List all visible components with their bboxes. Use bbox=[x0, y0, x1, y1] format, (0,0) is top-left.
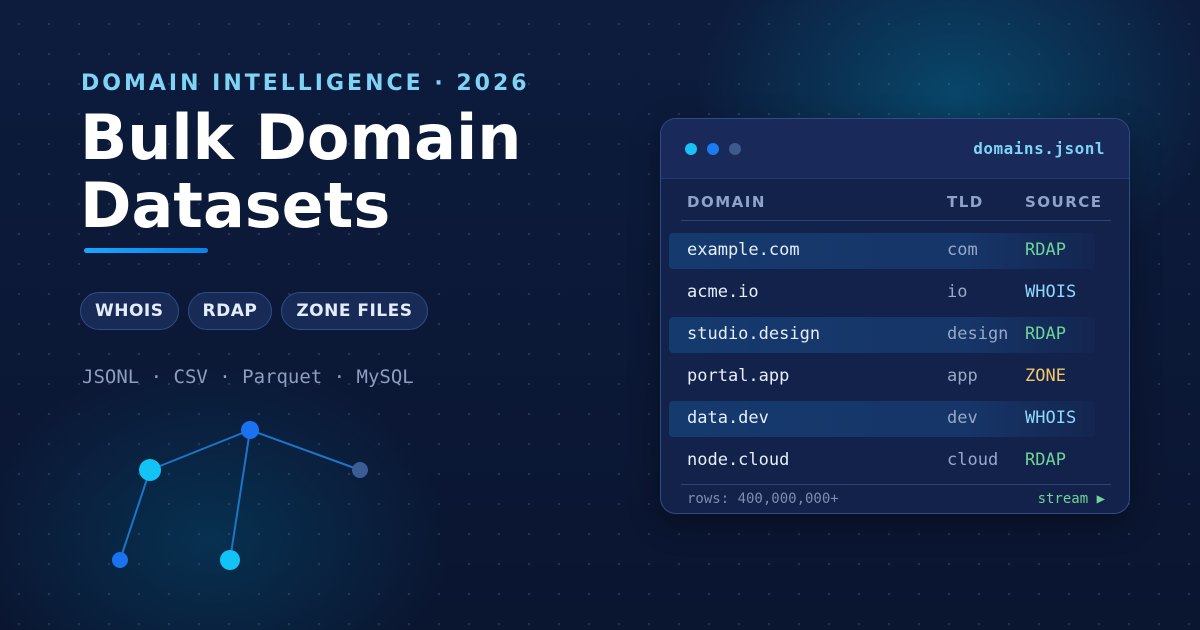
network-graph-icon bbox=[112, 421, 368, 570]
column-header-source: SOURCE bbox=[1025, 193, 1103, 211]
window-filename: domains.jsonl bbox=[973, 139, 1105, 158]
cell-domain: node.cloud bbox=[687, 450, 790, 470]
window-dot-2 bbox=[707, 143, 719, 155]
table-row: example.com com RDAP bbox=[669, 233, 1095, 269]
graph-edge bbox=[249, 429, 361, 471]
graph-edge bbox=[119, 469, 151, 561]
graph-node bbox=[112, 552, 128, 568]
cell-source: RDAP bbox=[1025, 240, 1066, 260]
window-titlebar: domains.jsonl bbox=[661, 119, 1129, 179]
cell-domain: studio.design bbox=[687, 324, 821, 344]
cell-tld: app bbox=[947, 366, 978, 386]
table-row: portal.app app ZONE bbox=[669, 359, 1095, 395]
graph-node bbox=[220, 550, 240, 570]
graph-edge bbox=[229, 429, 251, 561]
pill-whois: WHOIS bbox=[80, 292, 179, 330]
table-row: data.dev dev WHOIS bbox=[669, 401, 1095, 437]
cell-source: ZONE bbox=[1025, 366, 1066, 386]
graph-node bbox=[139, 459, 161, 481]
graph-edge bbox=[149, 429, 251, 471]
title-line-1: Bulk Domain bbox=[80, 101, 522, 174]
column-header-tld: TLD bbox=[947, 193, 984, 211]
cell-tld: com bbox=[947, 240, 978, 260]
table-row: studio.design design RDAP bbox=[669, 317, 1095, 353]
title-line-2: Datasets bbox=[80, 169, 391, 242]
page-title: Bulk Domain Datasets bbox=[80, 104, 600, 240]
dataset-preview-window: domains.jsonl DOMAIN TLD SOURCE example.… bbox=[660, 118, 1130, 514]
cell-source: WHOIS bbox=[1025, 408, 1077, 428]
window-dot-3 bbox=[729, 143, 741, 155]
cell-source: RDAP bbox=[1025, 450, 1066, 470]
footer-divider bbox=[681, 484, 1111, 485]
cell-tld: design bbox=[947, 324, 1009, 344]
eyebrow-label: DOMAIN INTELLIGENCE · 2026 bbox=[81, 71, 530, 96]
pill-zone-files: ZONE FILES bbox=[281, 292, 428, 330]
cell-tld: cloud bbox=[947, 450, 999, 470]
header-divider bbox=[681, 220, 1111, 221]
cell-domain: data.dev bbox=[687, 408, 769, 428]
title-underline bbox=[84, 248, 208, 253]
cell-domain: portal.app bbox=[687, 366, 790, 386]
format-list: JSONL · CSV · Parquet · MySQL bbox=[82, 366, 414, 388]
table-row: acme.io io WHOIS bbox=[669, 275, 1095, 311]
graph-node bbox=[352, 462, 368, 478]
cell-tld: dev bbox=[947, 408, 978, 428]
column-header-domain: DOMAIN bbox=[687, 193, 766, 211]
table-row: node.cloud cloud RDAP bbox=[669, 443, 1095, 479]
stream-button[interactable]: stream ▶ bbox=[1037, 491, 1105, 507]
window-dot-1 bbox=[685, 143, 697, 155]
cell-source: RDAP bbox=[1025, 324, 1066, 344]
cell-source: WHOIS bbox=[1025, 282, 1077, 302]
pill-rdap: RDAP bbox=[187, 292, 273, 330]
cell-domain: example.com bbox=[687, 240, 800, 260]
graph-node bbox=[241, 421, 259, 439]
source-pills: WHOIS RDAP ZONE FILES bbox=[80, 292, 428, 330]
row-count-label: rows: 400,000,000+ bbox=[687, 491, 839, 507]
cell-tld: io bbox=[947, 282, 968, 302]
cell-domain: acme.io bbox=[687, 282, 759, 302]
